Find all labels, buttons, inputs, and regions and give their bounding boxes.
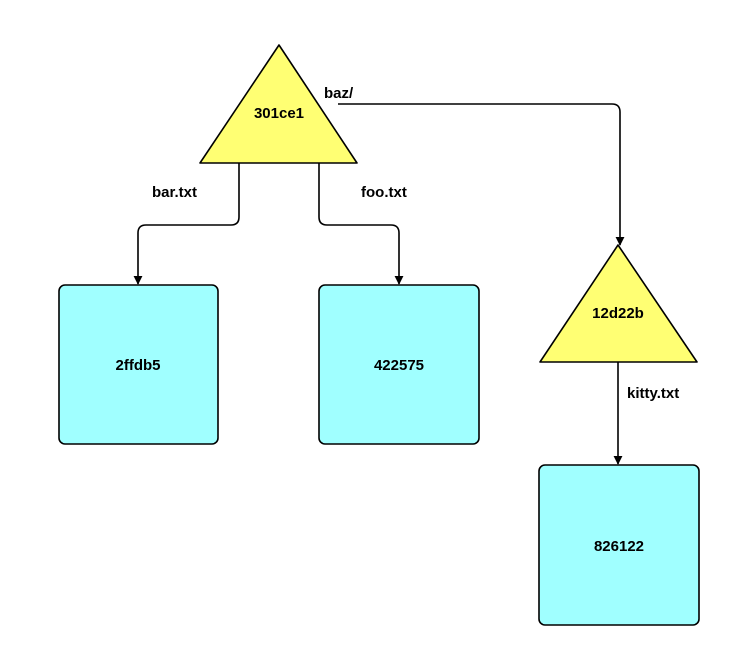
tree-node-root: 301ce1 <box>199 44 358 164</box>
tree-node-baz: 12d22b <box>539 244 698 363</box>
edge-label-baz: baz/ <box>324 85 354 102</box>
blob-node-kitty: 826122 <box>538 464 700 626</box>
edge-bar-connector <box>133 163 240 285</box>
edge-baz-connector <box>338 103 625 246</box>
blob-box-kitty <box>538 464 700 626</box>
tree-label-root: 301ce1 <box>254 105 304 122</box>
tree-triangle-baz <box>539 244 698 363</box>
blob-node-foo: 422575 <box>318 284 480 445</box>
blob-label-foo: 422575 <box>374 357 424 374</box>
blob-label-bar: 2ffdb5 <box>116 357 161 374</box>
blob-box-bar <box>58 284 219 445</box>
blob-node-bar: 2ffdb5 <box>58 284 219 445</box>
blob-box-foo <box>318 284 480 445</box>
edge-foo-connector <box>318 163 404 285</box>
edge-labels: bar.txt foo.txt baz/ kitty.txt <box>152 85 679 402</box>
edges <box>133 103 625 465</box>
edge-label-kitty: kitty.txt <box>627 385 679 402</box>
edge-label-foo: foo.txt <box>361 184 407 201</box>
edge-label-bar: bar.txt <box>152 184 197 201</box>
tree-label-baz: 12d22b <box>592 305 644 322</box>
blob-label-kitty: 826122 <box>594 538 644 555</box>
tree-triangle-root <box>199 44 358 164</box>
